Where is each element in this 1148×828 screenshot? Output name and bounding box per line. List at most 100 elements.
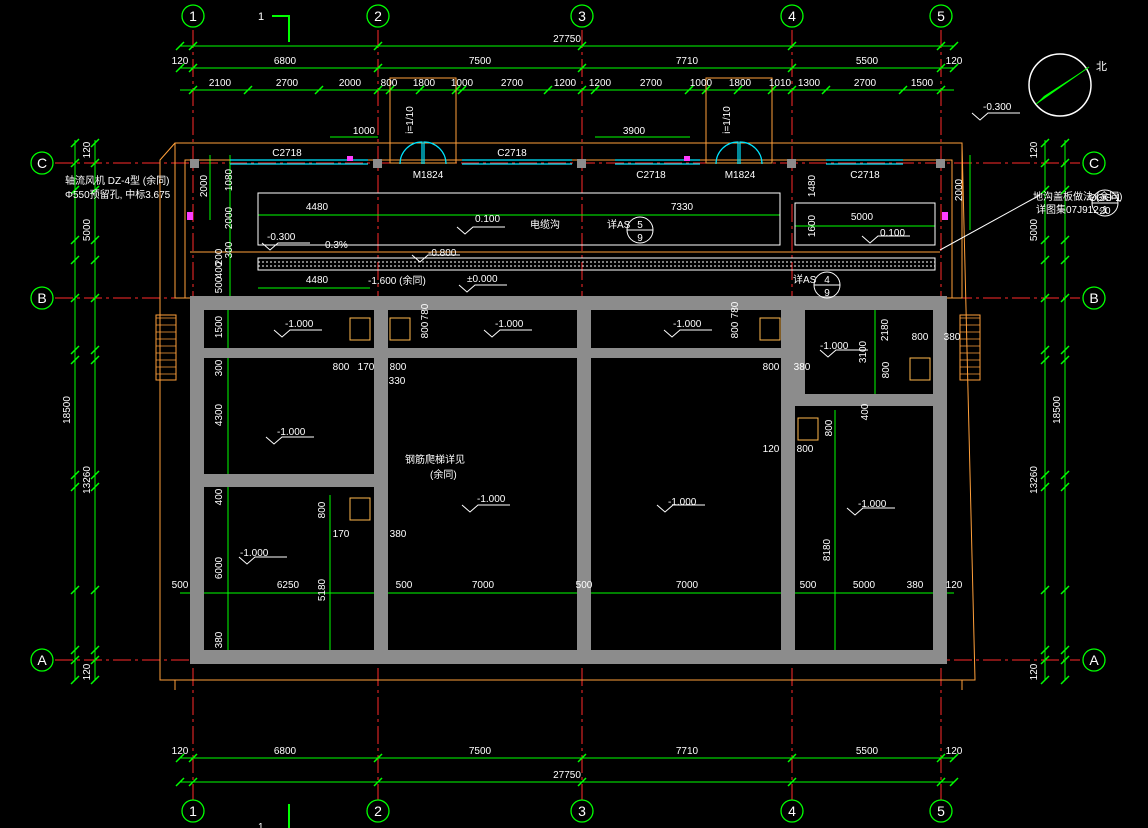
dim-right: 120 — [1029, 141, 1040, 158]
dimension-tick — [821, 85, 831, 95]
dimension-tick — [70, 355, 80, 365]
dim-right: 5000 — [1029, 218, 1040, 241]
ladders — [349, 317, 931, 521]
dimension-tick — [1040, 345, 1050, 355]
dim-top-detail: 1500 — [911, 78, 934, 89]
dimension-tick — [90, 235, 100, 245]
level-tank: -1.000 — [858, 499, 887, 510]
dim-top-detail: 2700 — [501, 78, 524, 89]
level-symbol — [458, 284, 507, 293]
dimension-tick — [90, 185, 100, 195]
door-label: M1824 — [725, 170, 756, 181]
window-label: C2718 — [636, 170, 666, 181]
level-tank: -1.000 — [240, 548, 269, 559]
dim-left: 6000 — [214, 556, 225, 579]
dimension-tick — [373, 85, 383, 95]
dim-bottom-inner: 500 — [172, 580, 189, 591]
section-tick-label: 1 — [258, 822, 264, 828]
dimension-tick — [70, 158, 80, 168]
dim-corridor: 7330 — [671, 202, 694, 213]
dimension-tick — [787, 85, 797, 95]
note-hole: Φ550预留孔, 中标3.675 — [65, 188, 171, 201]
doors — [399, 141, 763, 165]
dim-bottom-inner: 5000 — [853, 580, 876, 591]
level-tank: -1.000 — [495, 319, 524, 330]
fan-markers — [187, 156, 948, 220]
dim-left: 13260 — [82, 466, 93, 494]
dimension-tick — [188, 753, 198, 763]
dimension-tick — [1060, 158, 1070, 168]
axis-label-A: A — [37, 652, 47, 668]
dim-top-detail: 1800 — [729, 78, 752, 89]
dimension-tick — [188, 63, 198, 73]
dimension-tick — [175, 41, 185, 51]
dimension-tick — [415, 85, 425, 95]
dim-bottom-bay: 120 — [172, 746, 189, 757]
dim-inner: 170 — [358, 362, 375, 373]
side-stairs — [155, 314, 981, 381]
dimension-tick — [175, 777, 185, 787]
corridor — [190, 192, 940, 271]
dimension-tick — [1060, 293, 1070, 303]
dimension-tick — [577, 41, 587, 51]
dim-inner: 3100 — [858, 340, 869, 363]
level-symbol — [819, 349, 868, 358]
dimension-tick — [1040, 645, 1050, 655]
dimension-tick — [90, 470, 100, 480]
level-symbol — [656, 504, 705, 513]
dimension-tick — [949, 753, 959, 763]
dimension-tick — [1040, 158, 1050, 168]
detail-ref-1-prefix: 详AS — [607, 218, 631, 231]
dim-left: 1080 — [224, 168, 235, 191]
dimension-tick — [90, 585, 100, 595]
dimension-tick — [949, 63, 959, 73]
dim-left: 2000 — [224, 206, 235, 229]
dim-top-detail: 1800 — [413, 78, 436, 89]
dimension-tick — [1060, 345, 1070, 355]
dim-inner: 170 — [333, 529, 350, 540]
dim-top-bay: 120 — [172, 56, 189, 67]
dim-bottom-inner: 500 — [800, 580, 817, 591]
slope-label: i=1/10 — [722, 106, 733, 134]
dimension-tick — [1040, 185, 1050, 195]
dim-inner: 400 — [860, 403, 871, 420]
dim-bottom-bay: 7710 — [676, 746, 699, 757]
axis-bubble-circle — [181, 799, 205, 823]
north-arrow — [1028, 53, 1092, 117]
axis-bubble-circle — [929, 4, 953, 28]
dimension-tick — [90, 655, 100, 665]
dimension-tick — [1040, 470, 1050, 480]
level-symbols — [238, 112, 1020, 565]
axis-bubble-circle — [780, 4, 804, 28]
dimension-ticks — [70, 41, 1070, 787]
axis-label-2: 2 — [374, 803, 382, 819]
detail-ref-2-top: 4 — [824, 275, 830, 286]
dimension-tick — [90, 158, 100, 168]
dimension-tick — [1060, 482, 1070, 492]
note-fan: 轴流风机 DZ-4型 (余同) — [65, 174, 169, 187]
level-tank: -1.000 — [285, 319, 314, 330]
dimension-tick — [949, 777, 959, 787]
axis-label-4: 4 — [788, 803, 796, 819]
detail-refs — [626, 189, 1119, 299]
dim-top-detail: 1200 — [589, 78, 612, 89]
dim-left: 1500 — [214, 315, 225, 338]
level-symbol — [483, 329, 532, 338]
dimension-tick — [314, 85, 324, 95]
dimension-tick — [175, 753, 185, 763]
dim-bottom-bay: 6800 — [274, 746, 297, 757]
axis-label-B: B — [37, 290, 46, 306]
dimension-tick — [70, 185, 80, 195]
level-corridor-right: 0.100 — [880, 228, 905, 239]
dim-left: 500 — [214, 276, 225, 293]
dimension-tick — [1060, 585, 1070, 595]
dimension-tick — [1040, 585, 1050, 595]
dim-bottom-bay: 5500 — [856, 746, 879, 757]
axis-label-3: 3 — [578, 8, 586, 24]
axis-label-1: 1 — [189, 803, 197, 819]
dim-top-bay: 5500 — [856, 56, 879, 67]
dim-left: 300 — [214, 359, 225, 376]
dim-top-detail: 2700 — [854, 78, 877, 89]
